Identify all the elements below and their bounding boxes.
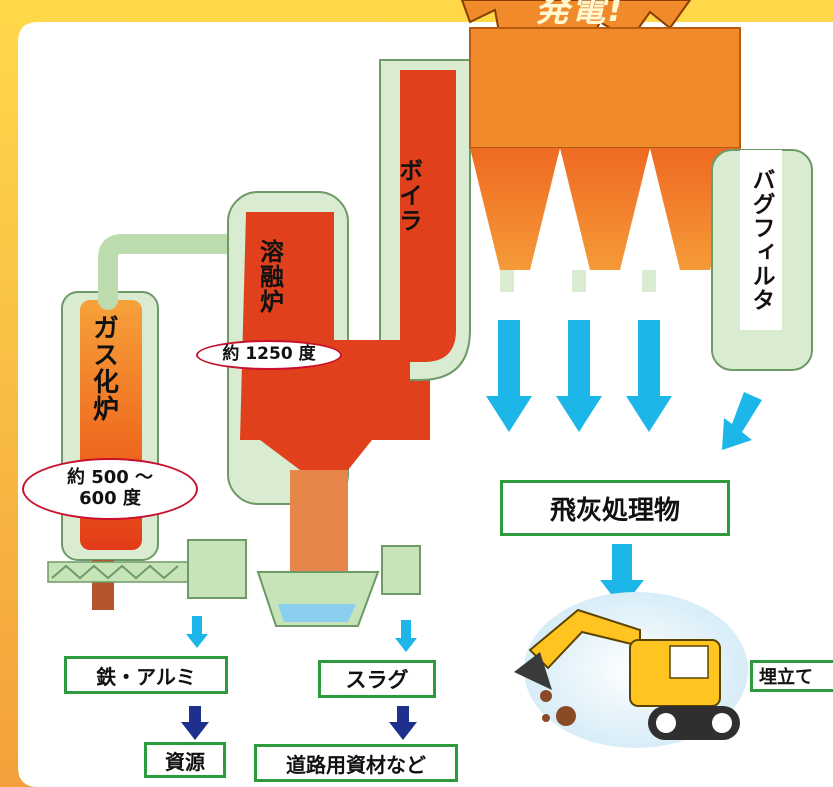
- excavator-bucket: [514, 652, 552, 690]
- road-materials-box: 道路用資材など: [254, 744, 458, 782]
- power-generation-badge-text: 発電!: [535, 0, 625, 30]
- bag-filter-label: バグフィルタ: [740, 150, 782, 330]
- cyclone-array: [469, 27, 741, 292]
- screw-conveyor: [47, 539, 247, 599]
- down-arrow: [395, 620, 417, 652]
- melting-furnace-label: 溶融炉: [255, 238, 284, 314]
- down-arrow: [486, 320, 532, 432]
- down-arrow: [600, 544, 644, 608]
- gas-pipe: [98, 234, 248, 310]
- iron-aluminum-box: 鉄・アルミ: [64, 656, 228, 694]
- resources-box: 資源: [144, 742, 226, 778]
- down-arrow: [556, 320, 602, 432]
- fly-ash-arrows: [486, 320, 762, 608]
- gasification-furnace-label: ガス化炉: [88, 314, 119, 422]
- down-arrow: [186, 616, 208, 648]
- down-arrow: [626, 320, 672, 432]
- melting-temperature-label: 約 1250 度: [196, 340, 342, 370]
- slag-box: スラグ: [318, 660, 436, 698]
- slag-tank: [256, 545, 421, 627]
- down-arrow: [389, 706, 417, 740]
- down-arrow: [181, 706, 209, 740]
- landfill-box: 埋立て: [750, 660, 833, 692]
- boiler: [340, 59, 471, 420]
- output-arrows: [186, 616, 417, 652]
- final-arrows: [181, 706, 417, 740]
- fly-ash-box: 飛灰処理物: [500, 480, 730, 536]
- diagonal-down-arrow: [722, 392, 762, 450]
- boiler-label: ボイラ: [394, 157, 423, 233]
- gasifier-temperature-label: 約 500 〜 600 度: [22, 458, 198, 520]
- landfill-illustration: [514, 592, 748, 748]
